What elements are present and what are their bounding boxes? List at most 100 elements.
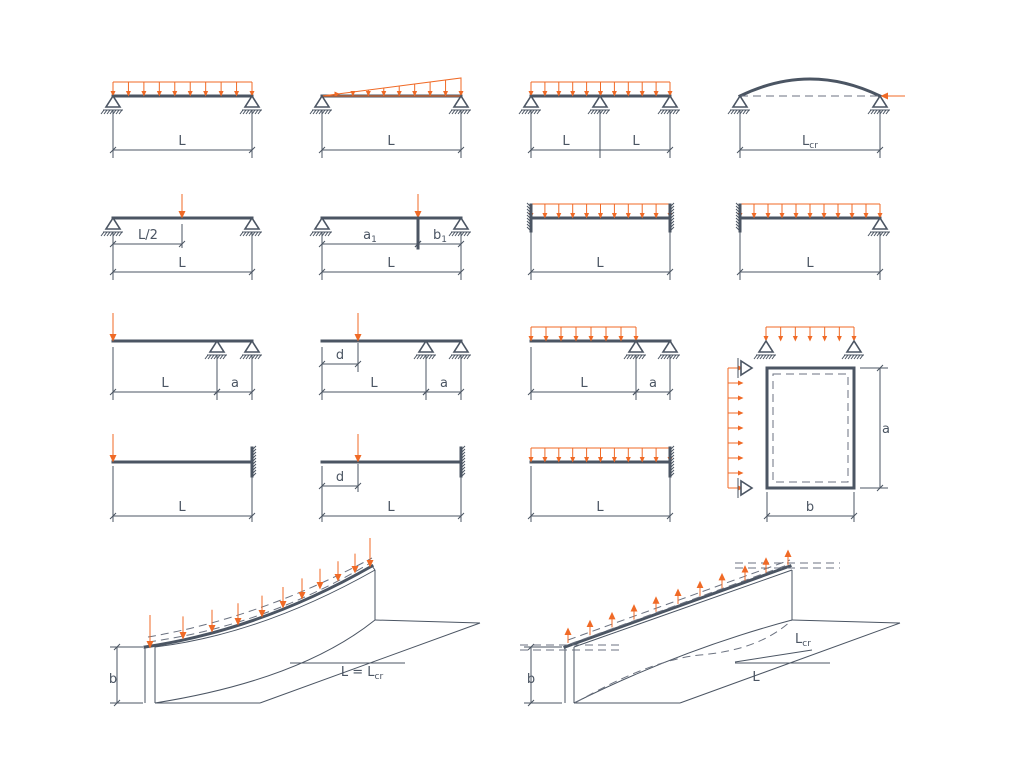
support-hatch bbox=[672, 109, 677, 115]
dim-tick bbox=[527, 388, 535, 396]
support-hatch bbox=[602, 109, 607, 115]
support-hatch bbox=[587, 109, 592, 115]
label: L bbox=[562, 134, 570, 149]
dim-tick bbox=[457, 268, 465, 276]
label: L bbox=[806, 256, 814, 271]
support-hatch bbox=[663, 109, 668, 115]
pin-support bbox=[313, 94, 331, 108]
support-hatch bbox=[873, 231, 878, 237]
dim-tick bbox=[109, 512, 117, 520]
support-hatch bbox=[106, 109, 111, 115]
support-hatch bbox=[327, 109, 332, 115]
label: L bbox=[596, 256, 604, 271]
support-hatch bbox=[115, 231, 120, 237]
support-hatch bbox=[663, 354, 668, 360]
support-hatch bbox=[448, 231, 453, 237]
support-hatch bbox=[451, 231, 456, 237]
wall-hatch bbox=[526, 205, 531, 210]
wall-hatch bbox=[670, 463, 675, 468]
support-hatch bbox=[118, 109, 123, 115]
dim-tick bbox=[457, 146, 465, 154]
label: b1 bbox=[433, 228, 447, 245]
support-hatch bbox=[419, 354, 424, 360]
pin-support bbox=[243, 216, 261, 230]
support-hatch bbox=[257, 354, 262, 360]
wall-hatch bbox=[252, 472, 257, 477]
dim-tick bbox=[248, 388, 256, 396]
label: b bbox=[806, 500, 814, 515]
support-hatch bbox=[466, 231, 471, 237]
length-equality-label: L = Lcr bbox=[341, 665, 384, 682]
label-main: L bbox=[802, 134, 810, 149]
label-main: b bbox=[433, 228, 441, 243]
support-hatch bbox=[239, 354, 244, 360]
support-hatch bbox=[675, 109, 680, 115]
support-hatch bbox=[524, 109, 529, 115]
support-hatch bbox=[100, 231, 105, 237]
dim-tick bbox=[109, 146, 117, 154]
label: L bbox=[387, 134, 395, 149]
pin-support bbox=[731, 94, 749, 108]
dim-tick bbox=[318, 360, 326, 368]
pin-support bbox=[871, 94, 889, 108]
deflected-bottom bbox=[574, 619, 793, 704]
pin-support bbox=[871, 216, 889, 230]
dim-tick bbox=[666, 388, 674, 396]
label: a bbox=[231, 376, 239, 391]
dim-tick bbox=[876, 364, 884, 372]
label: L bbox=[387, 500, 395, 515]
support-hatch bbox=[309, 231, 314, 237]
pin-support bbox=[452, 339, 470, 353]
support-hatch bbox=[413, 354, 418, 360]
label: L bbox=[161, 376, 169, 391]
support-hatch bbox=[103, 231, 108, 237]
structure-layer bbox=[100, 77, 905, 707]
support-hatch bbox=[222, 354, 227, 360]
support-hatch bbox=[257, 231, 262, 237]
dim-tick bbox=[457, 512, 465, 520]
wall-hatch bbox=[526, 223, 531, 228]
wall-hatch bbox=[461, 460, 466, 465]
support-hatch bbox=[324, 109, 329, 115]
support-hatch bbox=[103, 109, 108, 115]
label: L bbox=[387, 256, 395, 271]
label: L bbox=[178, 256, 186, 271]
pin-support bbox=[313, 216, 331, 230]
pin-support bbox=[417, 339, 435, 353]
support-hatch bbox=[416, 354, 421, 360]
deflected-line-2 bbox=[569, 563, 791, 645]
wall-hatch bbox=[252, 457, 257, 462]
support-hatch bbox=[660, 354, 665, 360]
label: b bbox=[109, 672, 117, 687]
support-hatch bbox=[463, 231, 468, 237]
dim-tick bbox=[354, 482, 362, 490]
support-hatch bbox=[882, 231, 887, 237]
dim-tick bbox=[414, 240, 422, 248]
wall-hatch bbox=[461, 445, 466, 450]
support-hatch bbox=[454, 109, 459, 115]
support-hatch bbox=[245, 354, 250, 360]
label: L/2 bbox=[138, 228, 158, 243]
label-main: L bbox=[795, 632, 803, 647]
wall-hatch bbox=[735, 208, 740, 213]
support-hatch bbox=[867, 231, 872, 237]
top-flange-inner bbox=[573, 569, 793, 648]
support-hatch bbox=[207, 354, 212, 360]
dim-tick bbox=[850, 512, 858, 520]
dim-tick bbox=[354, 360, 362, 368]
support-hatch bbox=[245, 109, 250, 115]
support-hatch bbox=[466, 109, 471, 115]
pin-support bbox=[104, 94, 122, 108]
wall-hatch bbox=[670, 226, 675, 231]
support-hatch bbox=[521, 109, 526, 115]
wall-hatch bbox=[735, 226, 740, 231]
wall-hatch bbox=[526, 202, 531, 207]
support-hatch bbox=[756, 354, 761, 360]
support-hatch bbox=[885, 109, 890, 115]
support-hatch bbox=[675, 354, 680, 360]
support-hatch bbox=[254, 109, 259, 115]
support-hatch bbox=[254, 354, 259, 360]
support-hatch bbox=[242, 231, 247, 237]
label: a1 bbox=[363, 228, 377, 245]
